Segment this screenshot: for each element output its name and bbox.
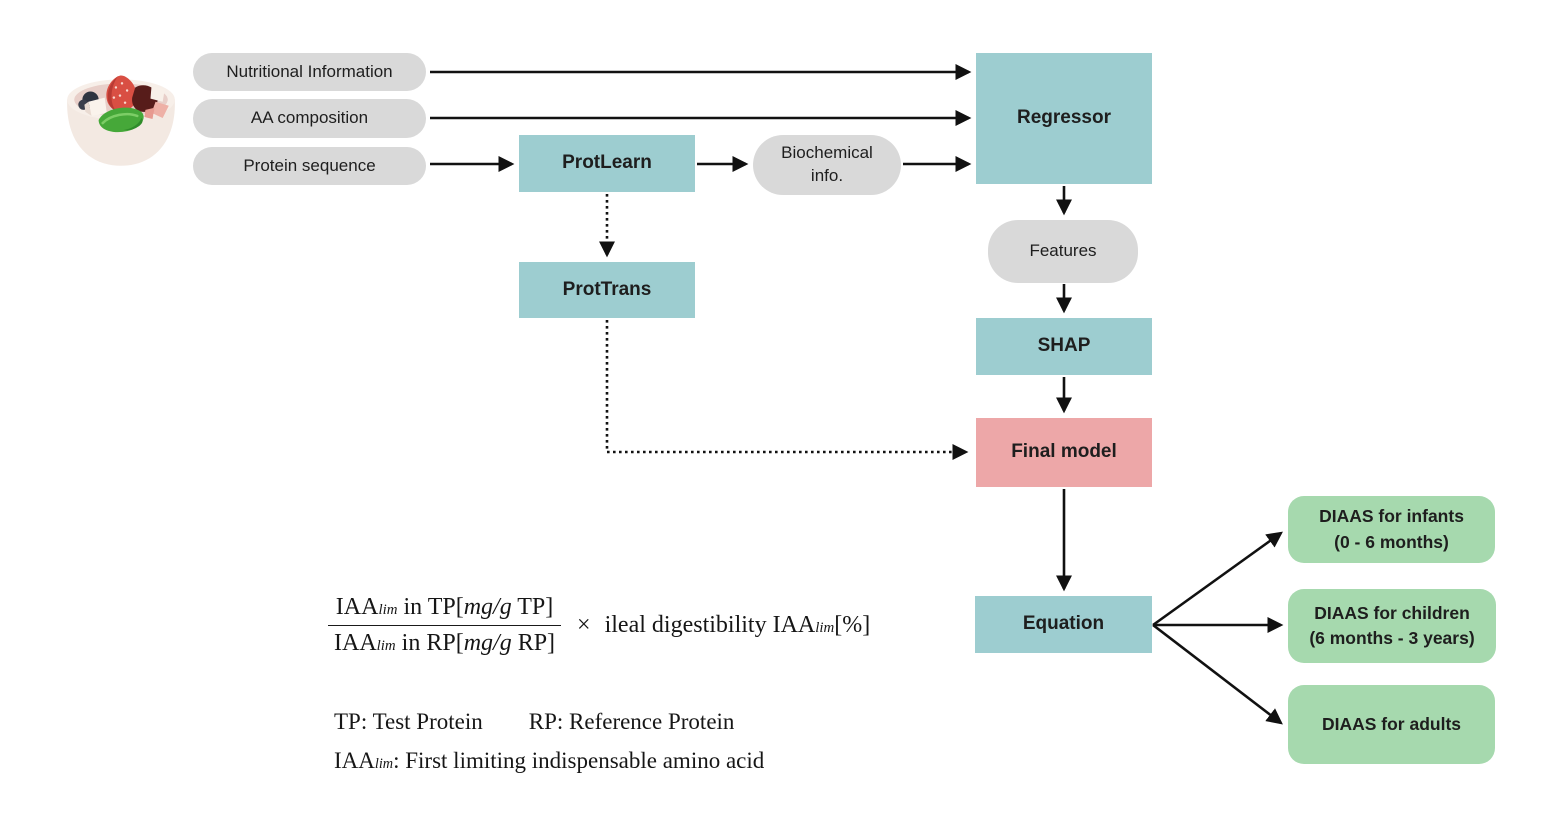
abbreviation-legend: TP: Test Protein RP: Reference Protein IA… <box>334 702 764 780</box>
arrow-equation-to-infants <box>1152 531 1283 627</box>
output-line2: (0 - 6 months) <box>1334 531 1449 552</box>
features-pill: Features <box>988 220 1138 283</box>
diaas-formula: IAAlim in TP[mg/g TP] IAAlim in RP[mg/g … <box>328 580 870 670</box>
features-label: Features <box>1029 241 1097 261</box>
output-diaas-infants: DIAAS for infants (0 - 6 months) <box>1288 496 1495 563</box>
protlearn-box: ProtLearn <box>519 135 695 192</box>
input-label: Protein sequence <box>243 155 376 175</box>
input-label: Nutritional Information <box>226 61 393 81</box>
output-diaas-adults: DIAAS for adults <box>1288 685 1495 764</box>
output-line2: (6 months - 3 years) <box>1309 628 1475 648</box>
shap-label: SHAP <box>1037 335 1091 357</box>
output-line1: DIAAS for infants <box>1319 506 1464 527</box>
equation-box: Equation <box>975 596 1152 653</box>
biochemical-info-pill: Biochemical info. <box>753 135 901 195</box>
formula-rhs: ileal digestibility IAAlim[%] <box>604 611 871 638</box>
prottrans-label: ProtTrans <box>562 278 652 300</box>
formula-fraction: IAAlim in TP[mg/g TP] IAAlim in RP[mg/g … <box>328 594 562 657</box>
input-aa-composition: AA composition <box>193 99 426 138</box>
input-label: AA composition <box>250 108 369 128</box>
fraction-denominator: IAAlim in RP[mg/g RP] <box>334 629 556 656</box>
legend-line2: IAAlim: First limiting indispensable ami… <box>334 748 765 774</box>
fraction-numerator: IAAlim in TP[mg/g TP] <box>328 594 562 626</box>
legend-tp: TP: Test Protein <box>334 709 483 734</box>
multiplication-sign: × <box>577 611 591 638</box>
output-line1: DIAAS for adults <box>1321 713 1462 734</box>
final-model-box: Final model <box>976 418 1152 487</box>
prottrans-box: ProtTrans <box>519 262 695 318</box>
legend-rp: RP: Reference Protein <box>528 709 735 734</box>
regressor-label: Regressor <box>1017 107 1111 129</box>
equation-label: Equation <box>1022 613 1105 635</box>
legend-line1: TP: Test Protein RP: Reference Protein <box>334 702 764 741</box>
regressor-box: Regressor <box>976 53 1152 184</box>
final-model-label: Final model <box>1011 441 1117 463</box>
output-diaas-children: DIAAS for children (6 months - 3 years) <box>1288 589 1496 663</box>
output-line1: DIAAS for children <box>1314 602 1470 623</box>
arrow-equation-to-adults <box>1152 623 1283 725</box>
dotted-arrow-prottrans-to-finalmodel <box>605 320 969 461</box>
biochemical-info-label: Biochemical info. <box>781 143 873 185</box>
protlearn-label: ProtLearn <box>562 152 652 174</box>
food-bowl-icon <box>67 75 175 166</box>
shap-box: SHAP <box>976 318 1152 375</box>
input-protein-sequence: Protein sequence <box>193 147 426 185</box>
input-nutritional-information: Nutritional Information <box>193 53 426 91</box>
